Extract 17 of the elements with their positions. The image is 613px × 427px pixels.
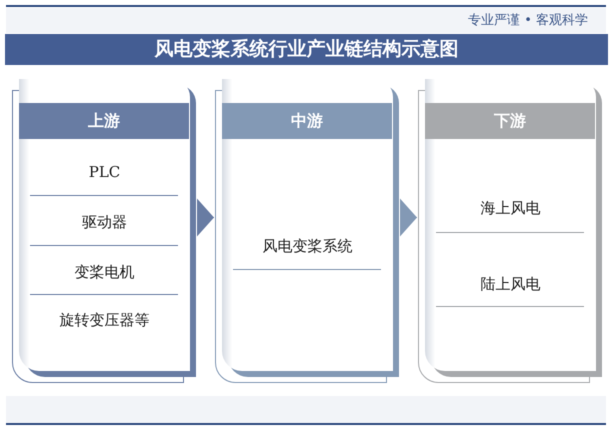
item-text: 旋转变压器等 bbox=[60, 311, 150, 329]
stage-card bbox=[12, 79, 197, 383]
chevron-arrow bbox=[196, 198, 214, 236]
stage-header: 中游 bbox=[222, 103, 392, 139]
slogan-text: 专业严谨 • 客观科学 bbox=[468, 12, 588, 29]
item-text: 变桨电机 bbox=[74, 263, 134, 281]
stage-header: 上游 bbox=[19, 103, 189, 139]
stage-header: 下游 bbox=[425, 103, 595, 139]
chevron-arrow bbox=[400, 198, 418, 236]
title-banner: 风电变桨系统行业产业链结构示意图 bbox=[5, 34, 608, 65]
stage-card bbox=[418, 79, 603, 383]
item-text: 风电变桨系统 bbox=[262, 237, 352, 255]
item-text: 驱动器 bbox=[82, 213, 127, 231]
item-text: PLC bbox=[88, 163, 120, 181]
stage-card bbox=[215, 79, 400, 383]
item-text: 海上风电 bbox=[480, 199, 540, 217]
item-text: 陆上风电 bbox=[480, 275, 540, 293]
